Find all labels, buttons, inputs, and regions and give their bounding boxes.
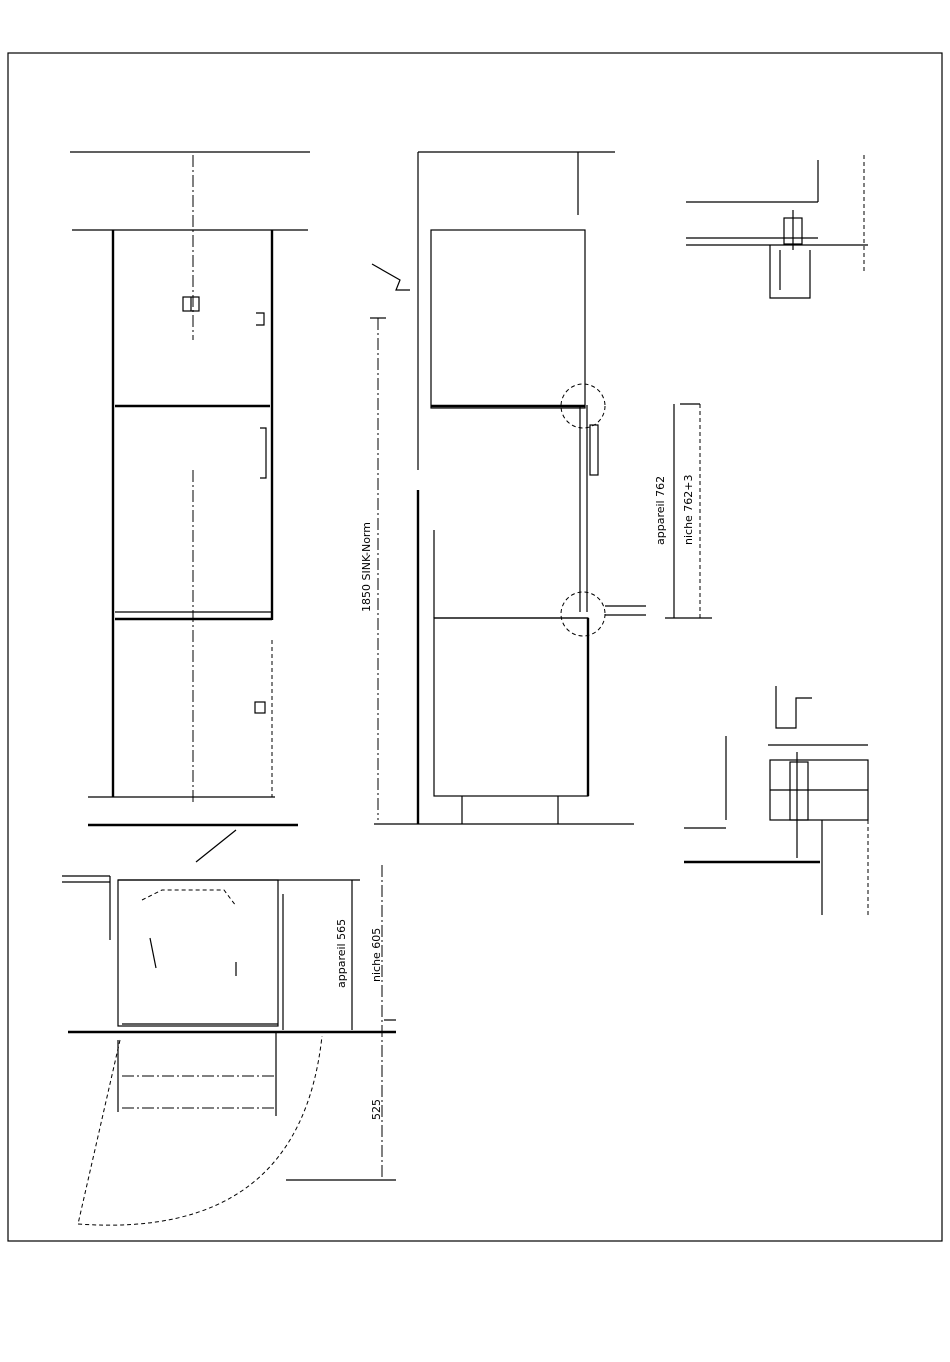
hinge-detail-bottom [684, 686, 868, 915]
height-total-label: 1850 SINK-Norm [360, 522, 373, 612]
hinge-detail-top [686, 155, 868, 298]
niche-depth-label: niche 605 [370, 928, 383, 982]
front-view [70, 152, 310, 862]
side-view [370, 152, 646, 824]
door-clearance-label: 525 [370, 1099, 383, 1120]
appliance-depth-label: appareil 565 [335, 919, 348, 988]
appliance-height-label: appareil 762 [654, 476, 667, 545]
niche-height-label: niche 762+3 [682, 474, 695, 545]
